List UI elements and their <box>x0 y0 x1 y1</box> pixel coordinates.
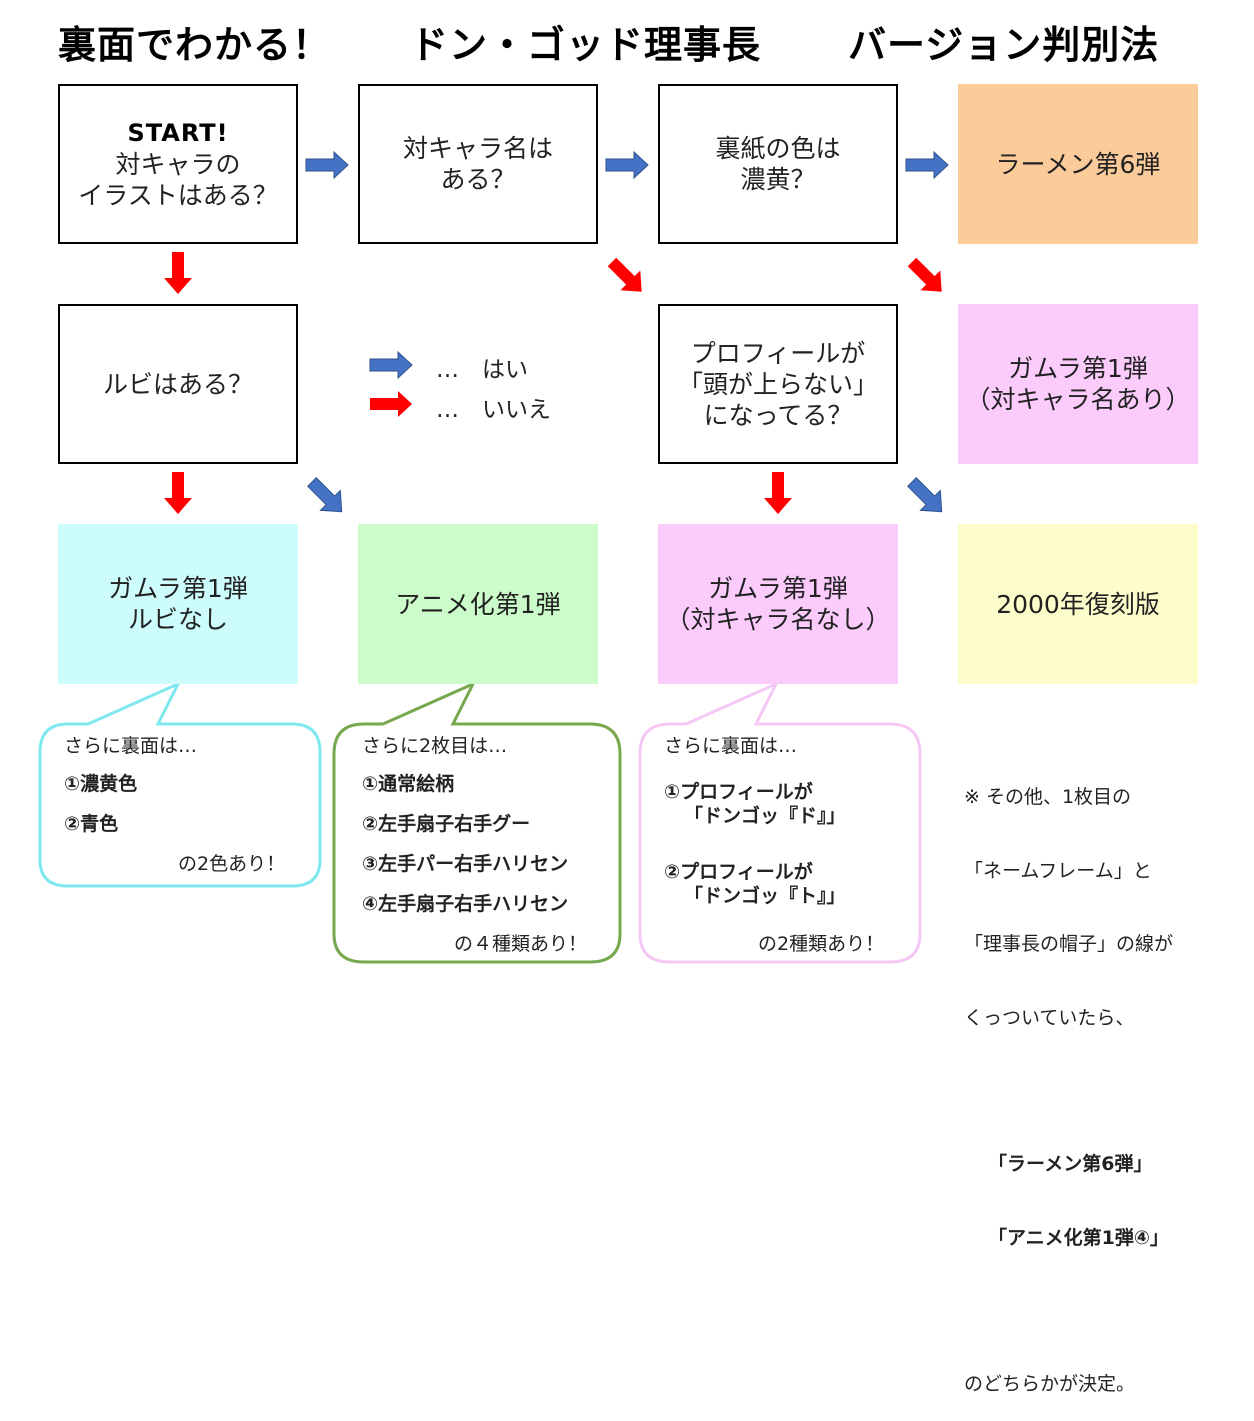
flow-arrows <box>38 151 953 964</box>
question-color: 裏紙の色は 濃黄？ <box>658 84 898 244</box>
title-part-3: バージョン判別法 <box>848 23 1160 67</box>
result-gamura-with-name-line2: （対キャラ名あり） <box>965 385 1191 414</box>
result-ramen-label: ラーメン第6弾 <box>995 149 1161 179</box>
result-anime: アニメ化第1弾 <box>358 524 598 684</box>
no-arrow-name-to-profile <box>602 252 652 302</box>
note-result-anime: 「アニメ化第1弾④」 <box>988 1226 1169 1249</box>
result-gamura-no-ruby-line1: ガムラ第1弾 <box>108 574 248 603</box>
side-note: ※ その他、1枚目の 「ネームフレーム」と 「理事長の帽子」の線が くっついてい… <box>964 736 1173 1421</box>
question-profile-line1: プロフィールが <box>690 338 866 368</box>
yes-arrow-ruby-to-anime <box>301 471 353 523</box>
result-reprint-label: 2000年復刻版 <box>996 589 1160 619</box>
result-reprint: 2000年復刻版 <box>958 524 1198 684</box>
bubble-green-item: ④左手扇子右手ハリセン <box>362 893 569 915</box>
note-result-ramen: 「ラーメン第6弾」 <box>988 1153 1153 1175</box>
bubble-pink-item-line2: 「ドンゴッ『ド』」 <box>684 805 846 827</box>
bubble-pink-footer: の2種類あり！ <box>758 933 885 955</box>
note-line: 「ネームフレーム」と <box>964 859 1152 882</box>
question-profile-line3: になってる？ <box>703 400 853 430</box>
note-spacer <box>964 1299 1173 1323</box>
bubble-pink-item-line1: ①プロフィールが <box>664 781 813 803</box>
note-line: のどちらかが決定。 <box>964 1373 1136 1395</box>
no-arrow-profile-to-gamura <box>764 472 792 514</box>
note-line: 「理事長の帽子」の線が <box>964 933 1174 955</box>
yes-arrow-name-to-color <box>605 151 649 179</box>
bubble-cyan-outline <box>38 680 322 888</box>
bubble-green-heading: さらに2枚目は… <box>362 735 508 757</box>
bubble-green-item: ②左手扇子右手グー <box>362 813 531 835</box>
question-ruby: ルビはある？ <box>58 304 298 464</box>
bubble-green-footer: の４種類あり！ <box>454 933 588 955</box>
title-part-1: 裏面でわかる！ <box>58 23 332 67</box>
bubble-pink-heading: さらに裏面は… <box>664 735 798 757</box>
question-color-line1: 裏紙の色は <box>715 134 841 163</box>
bubble-pink-item-line2: 「ドンゴッ『ト』」 <box>684 885 846 907</box>
note-line: ※ その他、1枚目の <box>964 786 1132 808</box>
result-ramen: ラーメン第6弾 <box>958 84 1198 244</box>
bubble-green-outline <box>332 680 622 964</box>
bubble-green-item: ①通常絵柄 <box>362 773 455 795</box>
result-gamura-no-ruby-line2: ルビなし <box>127 605 228 634</box>
start-label: START! <box>127 118 229 147</box>
bubble-cyan-heading: さらに裏面は… <box>64 735 198 757</box>
question-start: START! 対キャラの イラストはある？ <box>58 84 298 244</box>
no-arrow-ruby-to-gamura <box>164 472 192 514</box>
question-start-line1: 対キャラの <box>115 149 241 179</box>
result-gamura-no-name: ガムラ第1弾 （対キャラ名なし） <box>658 524 898 684</box>
result-gamura-no-ruby: ガムラ第1弾 ルビなし <box>58 524 298 684</box>
bubble-cyan-item: ①濃黄色 <box>64 773 138 795</box>
bubble-cyan-item: ②青色 <box>64 813 119 835</box>
question-ruby-line1: ルビはある？ <box>102 369 253 399</box>
legend-yes-label: … はい <box>436 357 528 383</box>
note-spacer <box>964 1079 1173 1103</box>
note-line: くっついていたら、 <box>964 1006 1135 1029</box>
no-arrow-color-to-gamura <box>902 252 952 302</box>
page-title: 裏面でわかる！ ドン・ゴッド理事長 バージョン判別法 <box>0 6 1254 67</box>
result-gamura-no-name-line1: ガムラ第1弾 <box>708 574 848 603</box>
title-part-2: ドン・ゴッド理事長 <box>410 23 762 67</box>
bubble-pink-item-line1: ②プロフィールが <box>664 861 813 883</box>
question-name-line1: 対キャラ名は <box>402 134 553 163</box>
bubble-green-item: ③左手パー右手ハリセン <box>362 853 569 875</box>
result-gamura-with-name-line1: ガムラ第1弾 <box>1008 354 1148 383</box>
question-profile-line2: 「頭が上らない」 <box>677 369 878 399</box>
result-gamura-with-name: ガムラ第1弾 （対キャラ名あり） <box>958 304 1198 464</box>
result-gamura-no-name-line2: （対キャラ名なし） <box>665 605 891 634</box>
legend-no-label: … いいえ <box>436 397 551 423</box>
question-name: 対キャラ名は ある？ <box>358 84 598 244</box>
yes-arrow-profile-to-reprint <box>901 471 953 523</box>
bubble-cyan-footer: の2色あり！ <box>178 853 286 875</box>
question-color-line2: 濃黄？ <box>740 165 816 194</box>
question-start-line2: イラストはある？ <box>78 180 278 210</box>
yes-arrow-color-to-ramen <box>905 151 949 179</box>
no-arrow-start-to-ruby <box>164 252 192 294</box>
legend-yes-arrow <box>369 351 413 379</box>
yes-arrow-start-to-name <box>305 151 349 179</box>
bubble-pink-outline <box>638 680 922 964</box>
legend-no-arrow <box>370 391 412 417</box>
question-name-line2: ある？ <box>440 165 516 194</box>
question-profile: プロフィールが 「頭が上らない」 になってる？ <box>658 304 898 464</box>
result-anime-label: アニメ化第1弾 <box>395 589 561 619</box>
